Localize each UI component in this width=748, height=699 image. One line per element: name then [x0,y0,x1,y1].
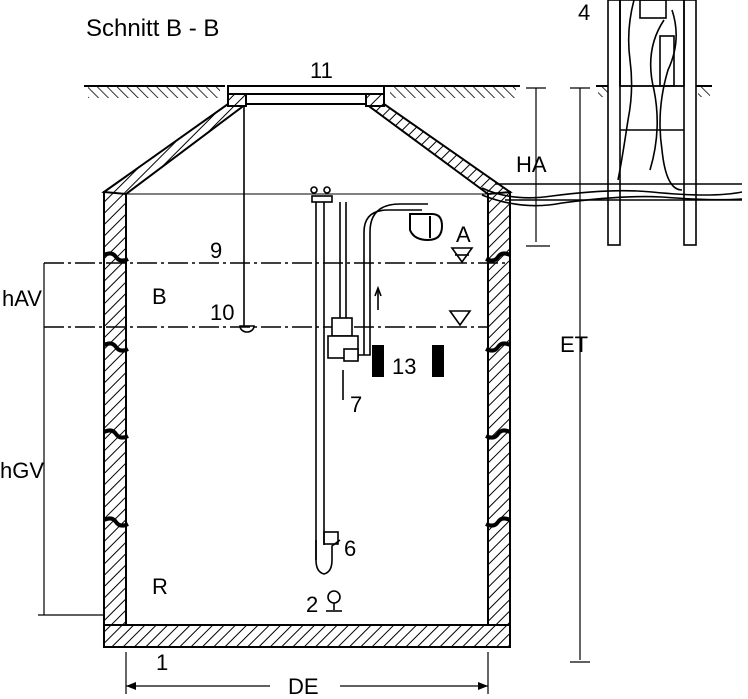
ground-surface [84,85,712,98]
label-2: 2 [306,592,318,617]
label-hAV: hAV [2,286,42,311]
wall-steps [103,251,511,528]
outlet-pipe [481,183,743,207]
control-cabinet [607,0,697,246]
component-13 [372,345,444,377]
inlet-fitting [409,213,444,242]
tank-shell [101,85,513,648]
level-marker-lower [448,310,472,327]
label-9: 9 [210,238,222,263]
tank-interior [125,193,489,626]
label-4: 4 [578,0,590,25]
dimension-arrows [126,682,488,690]
label-R: R [152,574,168,599]
label-6: 6 [344,536,356,561]
label-B: B [152,284,167,309]
dimension-lines [38,87,590,694]
label-7: 7 [350,392,362,417]
float-switch [239,106,255,333]
label-A: A [456,222,471,247]
pump-assembly [310,186,428,575]
label-1: 1 [156,650,168,675]
label-11: 11 [310,58,333,83]
label-10: 10 [210,300,234,325]
label-DE: DE [288,674,319,699]
section-title: Schnitt B - B [86,15,219,42]
water-levels [44,262,510,328]
label-13: 13 [392,354,416,379]
label-ET: ET [560,332,588,357]
label-HA: HA [516,152,547,177]
item-2-symbol [326,590,342,612]
label-hGV: hGV [0,458,44,483]
level-marker-upper [450,247,474,264]
